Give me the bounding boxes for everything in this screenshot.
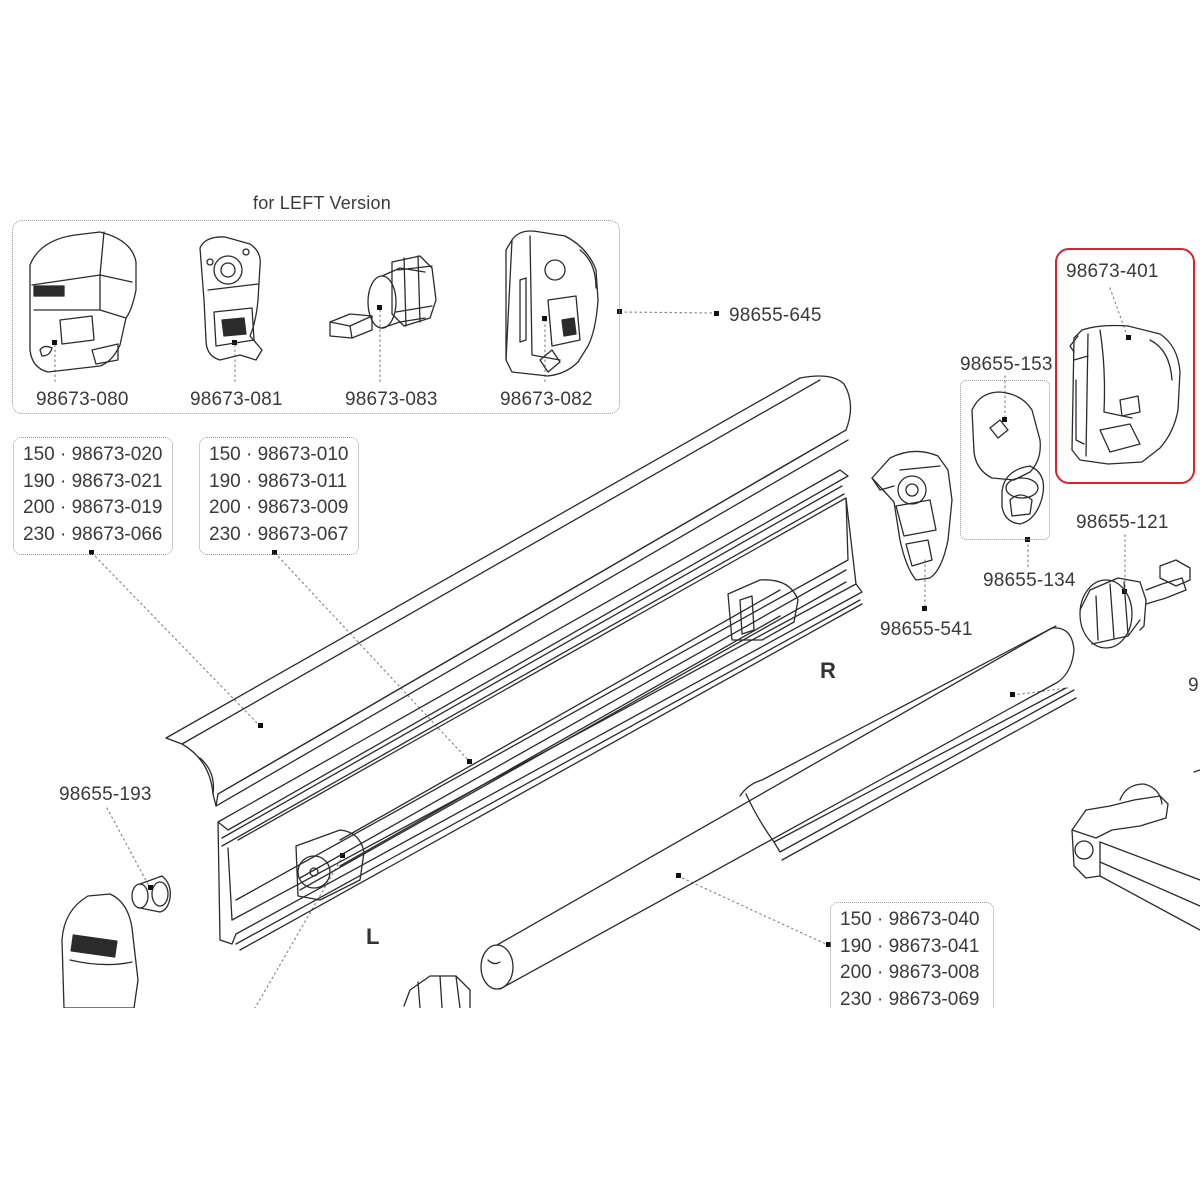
leader-lines xyxy=(54,287,1129,1009)
part-label-82: 98673-082 xyxy=(500,389,593,410)
case-profile xyxy=(217,469,863,951)
end-fitting-part xyxy=(971,391,1045,525)
kit-number-label: 98655-645 xyxy=(729,305,822,326)
end-fitting-group xyxy=(960,380,1050,540)
size-row: 190 · 98673-041 xyxy=(840,935,980,957)
right-side-label: R xyxy=(820,658,836,683)
size-row: 190 · 98673-021 xyxy=(23,470,163,492)
part-label-193: 98655-193 xyxy=(59,784,152,805)
motor-cover-part xyxy=(29,231,137,373)
case-profile-size-table: 150 · 98673-010 190 · 98673-011 200 · 98… xyxy=(199,437,359,555)
part-label-83: 98673-083 xyxy=(345,389,438,410)
part-label-153: 98655-153 xyxy=(960,354,1053,375)
bottom-margin xyxy=(0,1008,1200,1200)
left-side-label: L xyxy=(366,924,380,949)
arm-fragment xyxy=(1071,769,1200,931)
left-kit-group xyxy=(12,220,620,414)
front-profile-size-table: 150 · 98673-020 190 · 98673-021 200 · 98… xyxy=(13,437,173,555)
bushing-part xyxy=(131,875,171,913)
cap-98673-401-part xyxy=(1069,324,1181,465)
size-row: 200 · 98673-008 xyxy=(840,962,980,983)
cut-label: 9 xyxy=(1188,675,1199,696)
tube-plug-part xyxy=(1079,559,1191,649)
winding-plate-part xyxy=(199,236,263,361)
left-version-title: for LEFT Version xyxy=(253,193,391,213)
part-label-81: 98673-081 xyxy=(190,389,283,410)
housing-part xyxy=(505,230,599,377)
size-row: 150 · 98673-020 xyxy=(23,444,163,465)
part-label-134: 98655-134 xyxy=(983,570,1076,591)
bottom-plug-fragment xyxy=(403,975,471,1009)
size-row: 200 · 98673-009 xyxy=(209,497,349,518)
part-label-80: 98673-080 xyxy=(36,389,129,410)
roller-tube-size-table: 150 · 98673-040 190 · 98673-041 200 · 98… xyxy=(830,902,994,1028)
size-row: 150 · 98673-040 xyxy=(840,909,980,930)
roller-tube xyxy=(480,625,1077,990)
size-row: 150 · 98673-010 xyxy=(209,444,349,465)
right-end-cap-part xyxy=(871,450,953,581)
size-row: 230 · 98673-066 xyxy=(23,523,163,545)
part-label-541: 98655-541 xyxy=(880,619,973,640)
front-cover-profile xyxy=(165,375,852,807)
size-row: 200 · 98673-019 xyxy=(23,497,163,518)
size-row: 230 · 98673-067 xyxy=(209,523,349,545)
part-label-121: 98655-121 xyxy=(1076,512,1169,533)
size-row: 190 · 98673-011 xyxy=(209,470,348,492)
highlight-frame xyxy=(1055,248,1195,484)
part-label-401: 98673-401 xyxy=(1066,261,1159,282)
left-end-cap-part xyxy=(61,893,139,1009)
drive-spindle-part xyxy=(329,255,437,339)
size-row: 230 · 98673-069 xyxy=(840,988,980,1010)
